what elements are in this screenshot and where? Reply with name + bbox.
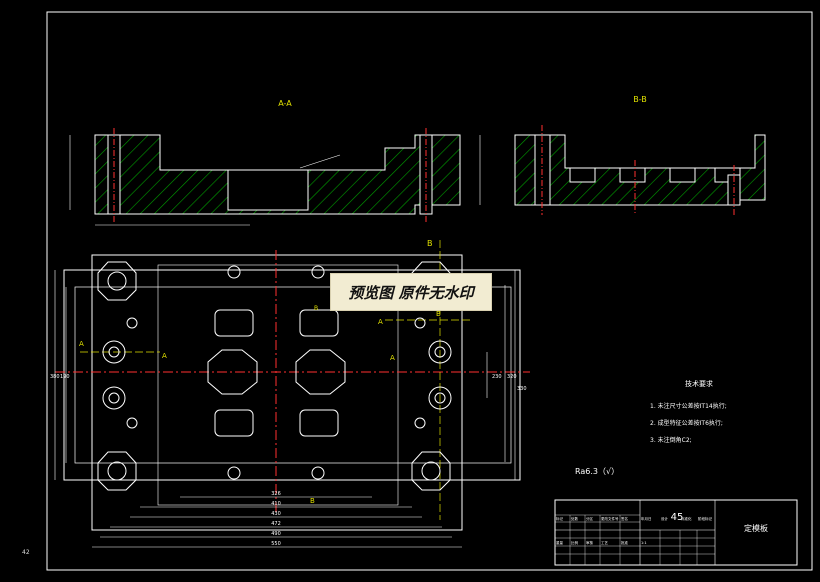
bb-slot-1 — [569, 167, 596, 183]
dim-right-label-0: 230 — [492, 374, 502, 380]
cavity-pocket-4 — [299, 409, 339, 437]
section-bb-title: B-B — [633, 95, 647, 104]
title-block-cell-label: 签名 — [621, 516, 628, 521]
sheet-border — [46, 11, 813, 571]
plan-cavity-region — [157, 264, 399, 506]
tech-item-2: 2. 成型特征公差按IT6执行; — [650, 419, 723, 427]
marker-b-top: B — [427, 239, 433, 248]
plan-mid-frame — [63, 269, 521, 481]
watermark-text: 预览图 原件无水印 — [348, 283, 474, 302]
dim-right-label-1: 320 — [507, 374, 517, 380]
section-aa-view: A-A — [69, 99, 481, 226]
guide-hole-r2-inner — [434, 392, 446, 404]
title-block-cell-label: 批准 — [621, 540, 629, 545]
insert-octagon-left — [207, 349, 258, 395]
aa-leader-1 — [299, 154, 341, 169]
plan-outer — [91, 254, 463, 531]
cavity-pocket-1 — [214, 309, 254, 337]
plan-inner-frame — [74, 286, 512, 464]
title-block-cell-label: 标准化 — [681, 516, 692, 521]
guide-hole-r2 — [428, 386, 452, 410]
corner-bushing-bl — [97, 451, 137, 491]
title-block-small-labels: 标记 处数 分区 更改文件号签名 年月日 设计 标准化 阶段标记重量 比例 审核 工艺 批准 1:1 — [556, 516, 712, 545]
part-name: 定模板 — [744, 523, 768, 533]
cavity-pocket-3 — [214, 409, 254, 437]
title-block-cell-label: 工艺 — [601, 540, 609, 545]
cavity-pocket-2 — [299, 309, 339, 337]
screw-hole-8 — [414, 417, 426, 429]
tech-item-3: 3. 未注倒角C2; — [650, 436, 692, 444]
guide-hole-r1 — [428, 340, 452, 364]
marker-a-left: A — [79, 340, 84, 348]
title-block-cell-label: 更改文件号 — [601, 516, 619, 521]
dim-bottom-2: 430 — [271, 511, 281, 517]
marker-a-mid: A — [162, 352, 167, 360]
tech-requirements: 技术要求 1. 未注尺寸公差按IT14执行; 2. 成型特征公差按IT6执行; … — [575, 379, 727, 476]
insert-octagon-right — [295, 349, 346, 395]
material-label: 45 — [671, 512, 684, 523]
guide-hole-r1-inner — [434, 346, 446, 358]
corner-hole-tl — [107, 271, 127, 291]
aa-center-slot — [227, 169, 309, 211]
marker-a-right2: A — [390, 354, 395, 362]
dim-bottom-1: 410 — [271, 501, 281, 507]
marker-a-right: A — [378, 318, 383, 326]
plan-view: 326 410 430 472 490 550 230 320 330 380 … — [50, 239, 530, 548]
guide-hole-l2 — [102, 386, 126, 410]
section-bb-view: B-B — [514, 95, 766, 215]
guide-hole-l2-inner — [108, 392, 120, 404]
bb-slot-3 — [669, 167, 696, 183]
tech-item-1: 1. 未注尺寸公差按IT14执行; — [650, 402, 727, 410]
corner-hole-bl — [107, 461, 127, 481]
title-block-cell-label: 阶段标记 — [698, 516, 712, 521]
corner-bushing-tl — [97, 261, 137, 301]
screw-hole-2 — [311, 265, 325, 279]
dim-left-label-0: 380 — [50, 374, 60, 380]
corner-bushing-br — [411, 451, 451, 491]
dim-right-label-2: 330 — [517, 386, 527, 392]
dim-bottom-4: 490 — [271, 531, 281, 537]
title-block-frame — [554, 499, 798, 566]
roughness-note: Ra6.3（√） — [575, 467, 619, 476]
dim-bottom-3: 472 — [271, 521, 281, 527]
screw-hole-4 — [311, 466, 325, 480]
dim-left-label-1: 190 — [60, 374, 70, 380]
title-block-cell-label: 重量 — [556, 540, 564, 545]
marker-b-center: B — [314, 305, 318, 312]
corner-hole-br — [421, 461, 441, 481]
title-block: 45 定模板 标记 处数 分区 更改文件号签名 年月日 设计 标准化 阶段标记重量 比例 审核 工艺… — [554, 499, 798, 566]
title-block-cell-label: 处数 — [571, 516, 579, 521]
dim-bottom-0: 326 — [271, 491, 281, 497]
screw-hole-5 — [126, 317, 138, 329]
title-block-cell-label: 年月日 — [641, 516, 652, 521]
section-aa-title: A-A — [278, 99, 292, 108]
screw-hole-1 — [227, 265, 241, 279]
title-block-cell-label: 1:1 — [641, 541, 647, 545]
title-block-cell-label: 审核 — [586, 540, 594, 545]
screw-hole-3 — [227, 466, 241, 480]
guide-hole-l1 — [102, 340, 126, 364]
tech-title: 技术要求 — [685, 379, 713, 388]
dim-bottom-5: 550 — [271, 541, 281, 547]
title-block-cell-label: 标记 — [556, 516, 564, 521]
bb-slot-2 — [619, 167, 646, 183]
watermark-banner: 预览图 原件无水印 — [330, 273, 492, 311]
corner-label: 42 — [22, 549, 30, 556]
marker-b-mid: B — [436, 310, 441, 318]
marker-b-bottom: B — [310, 497, 315, 505]
guide-hole-l1-inner — [108, 346, 120, 358]
screw-hole-6 — [126, 417, 138, 429]
title-block-cell-label: 比例 — [571, 540, 579, 545]
screw-hole-7 — [414, 317, 426, 329]
title-block-cell-label: 设计 — [661, 516, 669, 521]
title-block-cell-label: 分区 — [586, 516, 594, 521]
